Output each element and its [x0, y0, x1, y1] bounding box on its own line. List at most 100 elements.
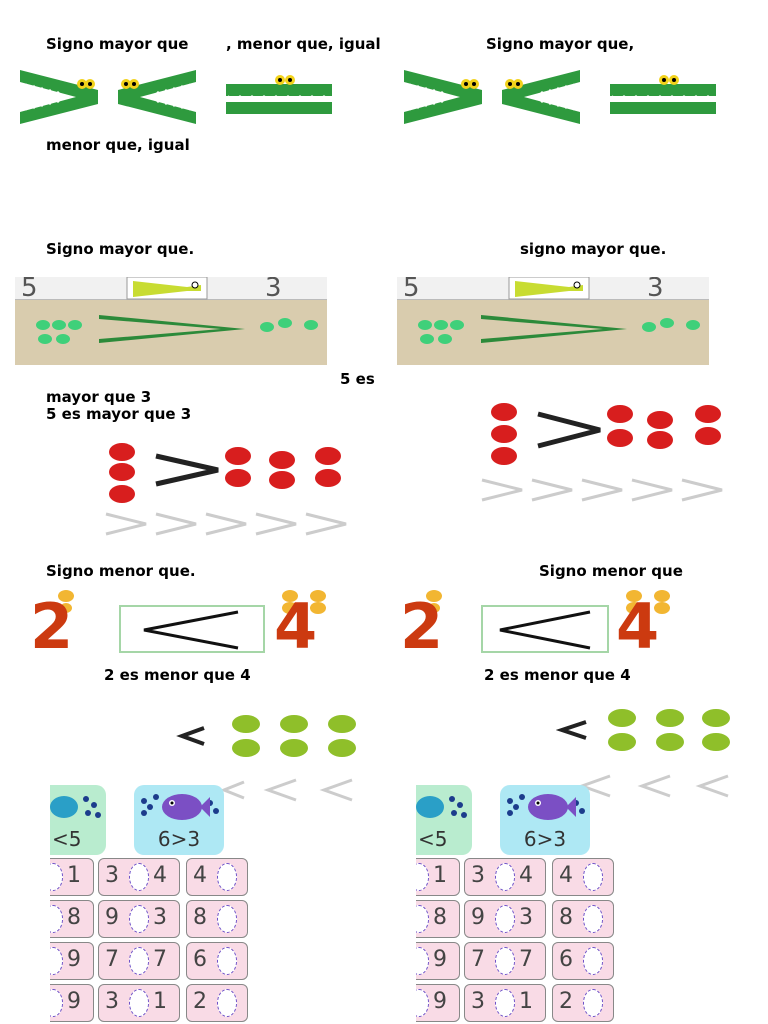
- tile-number: 3: [519, 905, 533, 930]
- answer-circle[interactable]: [217, 989, 237, 1017]
- answer-circle[interactable]: [129, 863, 149, 891]
- text-two-menor-four-left: 2 es menor que 4: [104, 666, 251, 684]
- tile-number: 3: [105, 989, 119, 1014]
- tile-number: 9: [67, 947, 81, 972]
- croc-less-icon: [502, 70, 580, 124]
- tile-number: 2: [193, 989, 207, 1014]
- tile-number: 4: [153, 863, 167, 888]
- tile-number: 8: [559, 905, 573, 930]
- heading-signo-menor-left: Signo menor que.: [46, 562, 196, 580]
- pears-less-right: [556, 709, 730, 798]
- photo-five-greater-three-right: 5 3: [397, 277, 709, 365]
- answer-circle[interactable]: [50, 947, 63, 975]
- card-text: <5: [52, 827, 82, 851]
- card-text: <5: [418, 827, 448, 851]
- tile-number: 8: [433, 905, 447, 930]
- crocodile-signs-left: [20, 70, 332, 124]
- answer-circle[interactable]: [50, 989, 63, 1017]
- heading-signo-mayor-que-left: Signo mayor que.: [46, 240, 195, 258]
- answer-circle[interactable]: [495, 863, 515, 891]
- tile-number: 3: [153, 905, 167, 930]
- tile-number: 8: [193, 905, 207, 930]
- purple-fish-icon: [507, 794, 585, 820]
- photo-number-five: 5: [403, 277, 420, 303]
- comparison-tile: 1: [50, 858, 94, 896]
- tile-number: 7: [471, 947, 485, 972]
- number-four: 4: [274, 590, 318, 663]
- croc-equal-icon: [226, 75, 332, 114]
- answer-circle[interactable]: [129, 947, 149, 975]
- apples-greater-right: [481, 403, 723, 502]
- photo-number-five: 5: [21, 277, 38, 303]
- answer-circle[interactable]: [495, 905, 515, 933]
- crocodile-signs-right: [404, 70, 716, 124]
- answer-circle[interactable]: [416, 947, 429, 975]
- heading-menor-igual-left: , menor que, igual: [226, 35, 381, 53]
- croc-less-icon: [118, 70, 196, 124]
- comparison-tile: 6: [552, 942, 614, 980]
- chicks-icon: [58, 590, 326, 653]
- text-five-es: 5 es: [340, 370, 375, 388]
- fish-card-example-left: 6>3: [134, 785, 224, 855]
- tile-number: 9: [433, 989, 447, 1014]
- heading-signo-mayor-left: Signo mayor que: [46, 35, 189, 53]
- chicks-icon: [426, 590, 670, 653]
- answer-circle[interactable]: [583, 905, 603, 933]
- number-two: 2: [30, 590, 74, 663]
- answer-circle[interactable]: [129, 989, 149, 1017]
- croc-equal-icon: [610, 75, 716, 114]
- tile-number: 4: [193, 863, 207, 888]
- two-less-four-right: 2 4: [390, 588, 720, 663]
- answer-circle[interactable]: [129, 905, 149, 933]
- number-four: 4: [616, 590, 660, 663]
- tile-number: 1: [519, 989, 533, 1014]
- tile-number: 3: [105, 863, 119, 888]
- answer-circle[interactable]: [495, 947, 515, 975]
- answer-circle[interactable]: [416, 905, 429, 933]
- text-five-mayor-que-three: 5 es mayor que 3: [46, 405, 192, 423]
- tile-number: 6: [193, 947, 207, 972]
- photo-number-three: 3: [647, 277, 664, 303]
- comparison-tile: 4: [186, 858, 248, 896]
- answer-circle[interactable]: [217, 947, 237, 975]
- comparison-tile: 8: [50, 900, 94, 938]
- tile-number: 1: [67, 863, 81, 888]
- comparison-tile: 6: [186, 942, 248, 980]
- answer-circle[interactable]: [583, 989, 603, 1017]
- answer-circle[interactable]: [50, 905, 63, 933]
- tile-number: 1: [153, 989, 167, 1014]
- answer-circle[interactable]: [416, 989, 429, 1017]
- comparison-tile: 2: [186, 984, 248, 1022]
- comparison-tile: 2: [552, 984, 614, 1022]
- answer-circle[interactable]: [583, 947, 603, 975]
- comparison-tile: 1: [416, 858, 460, 896]
- answer-circle[interactable]: [583, 863, 603, 891]
- answer-circle[interactable]: [495, 989, 515, 1017]
- comparison-tile: 9: [416, 942, 460, 980]
- number-two: 2: [400, 590, 444, 663]
- fish-card-example-right: 6>3: [500, 785, 590, 855]
- answer-circle[interactable]: [416, 863, 429, 891]
- answer-circle[interactable]: [217, 863, 237, 891]
- tile-number: 9: [471, 905, 485, 930]
- answer-circle[interactable]: [50, 863, 63, 891]
- pears-less-left: [176, 715, 356, 802]
- fish-card-right: <5: [416, 785, 472, 855]
- fish-icon: [50, 796, 101, 818]
- heading-signo-menor-right: Signo menor que: [539, 562, 683, 580]
- tile-number: 9: [433, 947, 447, 972]
- purple-fish-icon: [141, 794, 219, 820]
- answer-circle[interactable]: [217, 905, 237, 933]
- heading-signo-mayor-que-right: signo mayor que.: [520, 240, 667, 258]
- tile-number: 6: [559, 947, 573, 972]
- tile-number: 8: [67, 905, 81, 930]
- apples-greater-left: [105, 443, 347, 536]
